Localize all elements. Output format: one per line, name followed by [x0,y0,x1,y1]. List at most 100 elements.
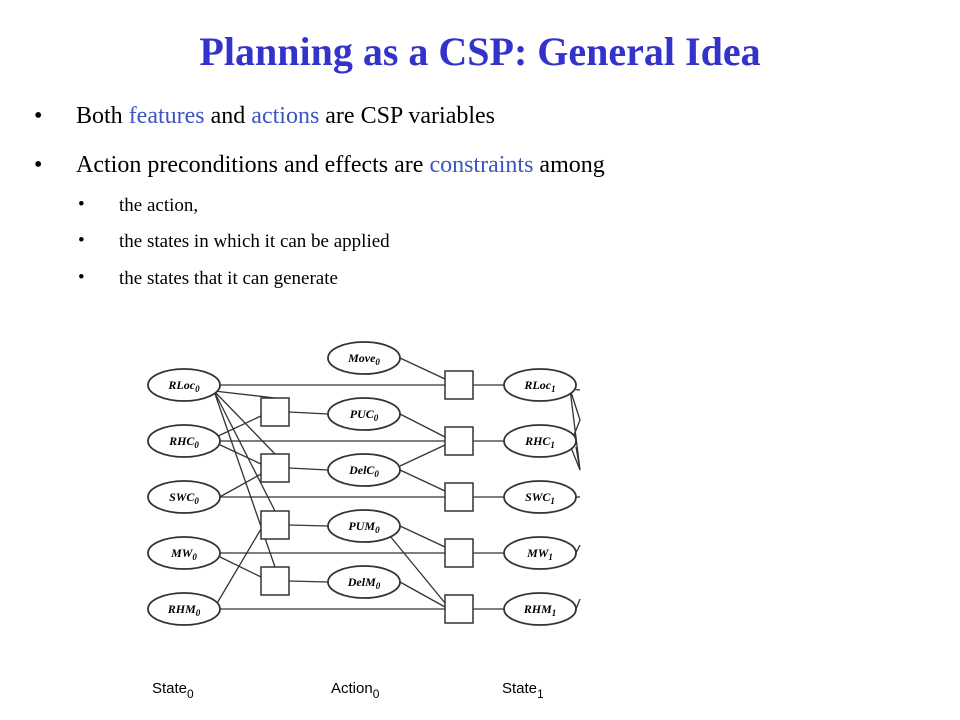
node-subscript: 0 [195,384,200,394]
action0-node-pum: PUM0 [327,509,401,543]
constraint-box-right-4 [444,538,474,568]
node-ellipse [327,341,401,375]
node-label: RHC0 [168,434,199,450]
column-label-subscript: 0 [373,687,380,701]
constraint-edge [389,535,446,604]
node-subscript: 0 [192,552,197,562]
constraint-box-right-1 [444,370,474,400]
column-label-subscript: 1 [537,687,544,701]
constraint-edge [215,528,262,606]
state1-node-mw: MW1 [503,536,577,570]
action0-node-delc: DelC0 [327,453,401,487]
state1-node-rloc: RLoc1 [503,368,577,402]
constraint-edge [399,469,446,492]
constraint-edge [288,580,329,583]
constraint-edge [569,388,581,471]
node-ellipse [147,424,221,458]
state0-node-rloc: RLoc0 [147,368,221,402]
constraint-edge [399,413,446,438]
constraint-box-left-4 [260,566,290,596]
node-subscript: 0 [194,496,199,506]
state0-node-rhc: RHC0 [147,424,221,458]
node-subscript: 1 [551,384,556,394]
action0-node-move: Move0 [327,341,401,375]
constraint-box-left-1 [260,397,290,427]
bullet-dot: • [78,230,85,251]
bullet-dot: • [78,267,85,288]
bullet-dot: • [78,194,85,215]
constraint-edge [399,525,446,548]
node-ellipse [503,368,577,402]
node-label: DelC0 [348,463,379,479]
node-subscript: 1 [548,552,553,562]
node-label: PUM0 [348,519,380,535]
constraint-box-right-5 [444,594,474,624]
constraint-edge [213,390,276,512]
state0-node-mw: MW0 [147,536,221,570]
column-label-action0: Action0 [331,680,380,701]
column-label-state0: State0 [152,680,194,701]
node-subscript: 0 [374,413,379,423]
node-label: DelM0 [347,575,381,591]
constraint-edge [399,357,446,380]
node-label: SWC0 [169,490,199,506]
slide-title: Planning as a CSP: General Idea [199,29,761,74]
constraint-box-left-2 [260,453,290,483]
action0-node-delm: DelM0 [327,565,401,599]
state1-node-rhm: RHM1 [503,592,577,626]
node-ellipse [503,424,577,458]
constraint-edge [288,467,329,471]
column-label-subscript: 0 [187,687,194,701]
column-label-state1: State1 [502,680,544,701]
constraint-box-right-3 [444,482,474,512]
node-label: MW0 [170,546,197,562]
node-label: RLoc0 [167,378,200,394]
state1-node-rhc: RHC1 [503,424,577,458]
constraint-box-right-2 [444,426,474,456]
node-label: RHM1 [523,602,557,618]
constraint-edge [213,390,276,455]
constraint-edge [215,442,262,465]
node-ellipse [503,480,577,514]
node-label: SWC1 [525,490,555,506]
bullet-dot: • [34,103,43,129]
node-ellipse [327,453,401,487]
node-ellipse [503,592,577,626]
node-ellipse [147,480,221,514]
constraint-edge [288,524,329,527]
node-subscript: 1 [550,496,555,506]
crop-mask [581,330,641,650]
node-label: RLoc1 [523,378,555,394]
node-subscript: 1 [552,608,557,618]
node-ellipse [147,536,221,570]
node-subscript: 0 [196,608,201,618]
constraint-edge [215,473,262,500]
constraint-edge [213,390,276,399]
action0-node-puc: PUC0 [327,397,401,431]
node-subscript: 0 [376,581,381,591]
node-label: RHC1 [524,434,555,450]
state0-node-swc: SWC0 [147,480,221,514]
node-ellipse [327,397,401,431]
node-ellipse [503,536,577,570]
subbullet-text: the states that it can generate [119,268,338,289]
node-subscript: 1 [550,440,555,450]
bullet-text: Both features and actions are CSP variab… [76,103,496,129]
subbullet-text: the action, [119,195,199,216]
state1-node-swc: SWC1 [503,480,577,514]
constraint-edge [215,415,262,438]
constraint-edge [569,388,581,421]
constraint-edge [288,411,329,415]
constraint-edges [213,357,581,610]
node-ellipse [327,565,401,599]
constraint-edge [399,581,446,608]
bullet-text: Action preconditions and effects are con… [76,152,605,178]
constraint-edge [575,446,581,471]
constraint-box-left-3 [260,510,290,540]
subbullet-text: the states in which it can be applied [119,231,390,252]
node-label: RHM0 [167,602,201,618]
constraint-edge [399,444,446,467]
bullet-dot: • [34,152,43,178]
